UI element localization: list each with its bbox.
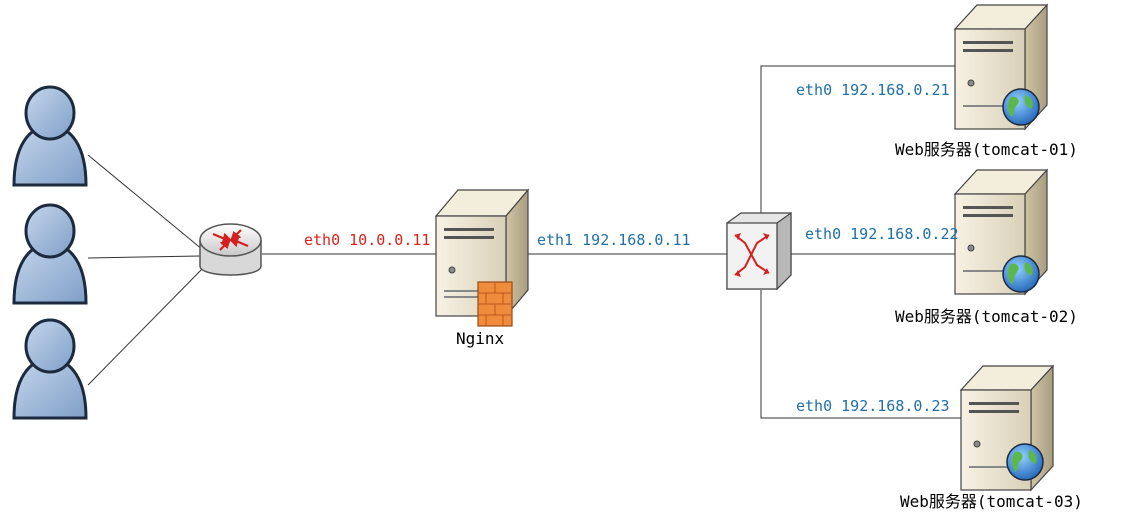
router-eth0-label: eth0 10.0.0.11 [304, 231, 430, 249]
server-firewall-icon [434, 188, 530, 327]
web2-name-label: Web服务器(tomcat-02) [895, 307, 1078, 326]
nginx-name-label: Nginx [456, 329, 505, 348]
web1-eth0-label: eth0 192.168.0.21 [796, 81, 950, 99]
web2-eth0-label: eth0 192.168.0.22 [805, 225, 959, 243]
link-user2-router [87, 255, 201, 259]
web-server-icon [953, 168, 1049, 296]
firewall-icon [477, 281, 513, 327]
link-user1-router [87, 154, 204, 251]
user-icon [12, 318, 88, 420]
web3-eth0-label: eth0 192.168.0.23 [796, 397, 950, 415]
user-icon [12, 203, 88, 305]
web-server-icon [959, 364, 1055, 492]
link-switch-web1 [760, 65, 955, 217]
nginx-eth1-label: eth1 192.168.0.11 [537, 231, 691, 249]
user-icon [12, 85, 88, 187]
web3-name-label: Web服务器(tomcat-03) [900, 492, 1083, 511]
links [87, 65, 962, 419]
globe-icon [1006, 443, 1044, 481]
router-icon [199, 223, 262, 276]
link-switch-web3 [760, 290, 962, 419]
globe-icon [1002, 88, 1040, 126]
web1-name-label: Web服务器(tomcat-01) [895, 140, 1078, 159]
switch-icon [726, 211, 792, 291]
link-user3-router [87, 265, 206, 386]
globe-icon [1002, 255, 1040, 293]
web-server-icon [953, 3, 1049, 131]
